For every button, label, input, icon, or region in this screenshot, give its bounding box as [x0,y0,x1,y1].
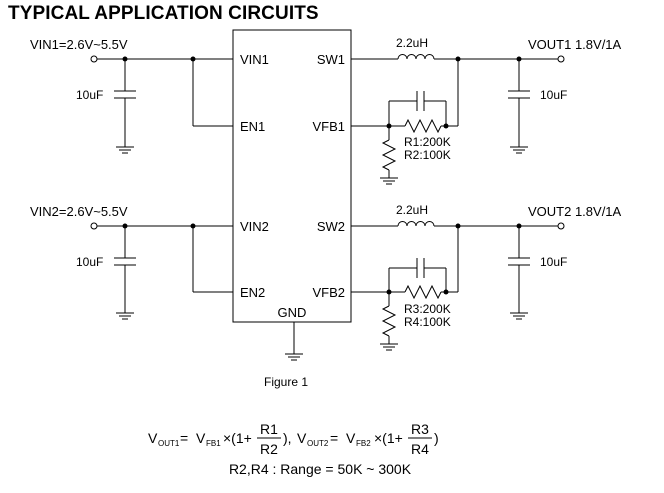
r1-label: R1:200K [404,135,451,149]
svg-text:R1: R1 [260,421,278,437]
svg-text:×(1+: ×(1+ [223,430,252,446]
pin-en1: EN1 [240,119,265,134]
vin1-label: VIN1=2.6V~5.5V [30,37,128,52]
inductor-1 [397,54,435,60]
svg-text:R3: R3 [411,421,429,437]
page-title: TYPICAL APPLICATION CIRCUITS [8,3,319,24]
pin-gnd: GND [278,305,307,320]
r2-resistor [381,139,397,171]
vout1-terminal [557,55,565,63]
r3-resistor [404,284,442,300]
range-note: R2,R4 : Range = 50K ~ 300K [229,461,412,477]
svg-text:),: ), [283,430,292,446]
cout1-ground [509,146,529,154]
vin1-terminal [90,55,98,63]
pin-vfb2: VFB2 [312,285,345,300]
pin-en2: EN2 [240,285,265,300]
svg-text:FB2: FB2 [356,439,371,448]
vout2-terminal [557,222,565,230]
svg-text:OUT1: OUT1 [158,439,180,448]
r1-resistor [404,118,442,134]
vout2-label: VOUT2 1.8V/1A [528,204,622,219]
svg-text:=: = [330,430,338,446]
vout-equation: V OUT1 = V FB1 ×(1+ R1 R2 ), V OUT2 = V … [148,421,439,477]
figure-caption: Figure 1 [264,375,308,389]
vin2-label: VIN2=2.6V~5.5V [30,204,128,219]
r4-ground [379,343,399,351]
cout2-label: 10uF [540,255,567,269]
inductor-2-label: 2.2uH [396,203,428,217]
cin2-ground [115,312,135,320]
vin2-terminal [90,222,98,230]
pin-vin2: VIN2 [240,219,269,234]
svg-text:V: V [148,430,158,446]
inductor-2 [397,221,435,227]
inductor-1-label: 2.2uH [396,36,428,50]
pin-vin1: VIN1 [240,52,269,67]
cout2-ground [509,312,529,320]
pin-sw2: SW2 [317,219,345,234]
svg-text:FB1: FB1 [206,439,221,448]
r2-label: R2:100K [404,148,451,162]
svg-text:V: V [297,430,307,446]
channel-2: VIN2=2.6V~5.5V 10uF VIN2 EN2 SW2 2.2uH V… [30,203,622,351]
svg-text:=: = [180,430,188,446]
r3-label: R3:200K [404,302,451,316]
r2-ground [379,177,399,185]
ground-symbol [284,353,304,361]
cin1-label: 10uF [76,88,103,102]
channel-1: VIN1=2.6V~5.5V 10uF VIN1 EN1 SW1 2.2uH V… [30,36,622,185]
svg-text:R2: R2 [260,441,278,457]
svg-text:V: V [196,430,206,446]
svg-text:OUT2: OUT2 [307,439,329,448]
pin-vfb1: VFB1 [312,119,345,134]
r4-label: R4:100K [404,315,451,329]
svg-text:): ) [434,430,439,446]
svg-text:R4: R4 [411,441,429,457]
svg-text:×(1+: ×(1+ [374,430,403,446]
pin-sw1: SW1 [317,52,345,67]
r4-resistor [381,305,397,337]
cin2-label: 10uF [76,255,103,269]
cin1-ground [115,146,135,154]
vout1-label: VOUT1 1.8V/1A [528,37,622,52]
svg-text:V: V [346,430,356,446]
ic-package [232,29,352,323]
cout1-label: 10uF [540,88,567,102]
